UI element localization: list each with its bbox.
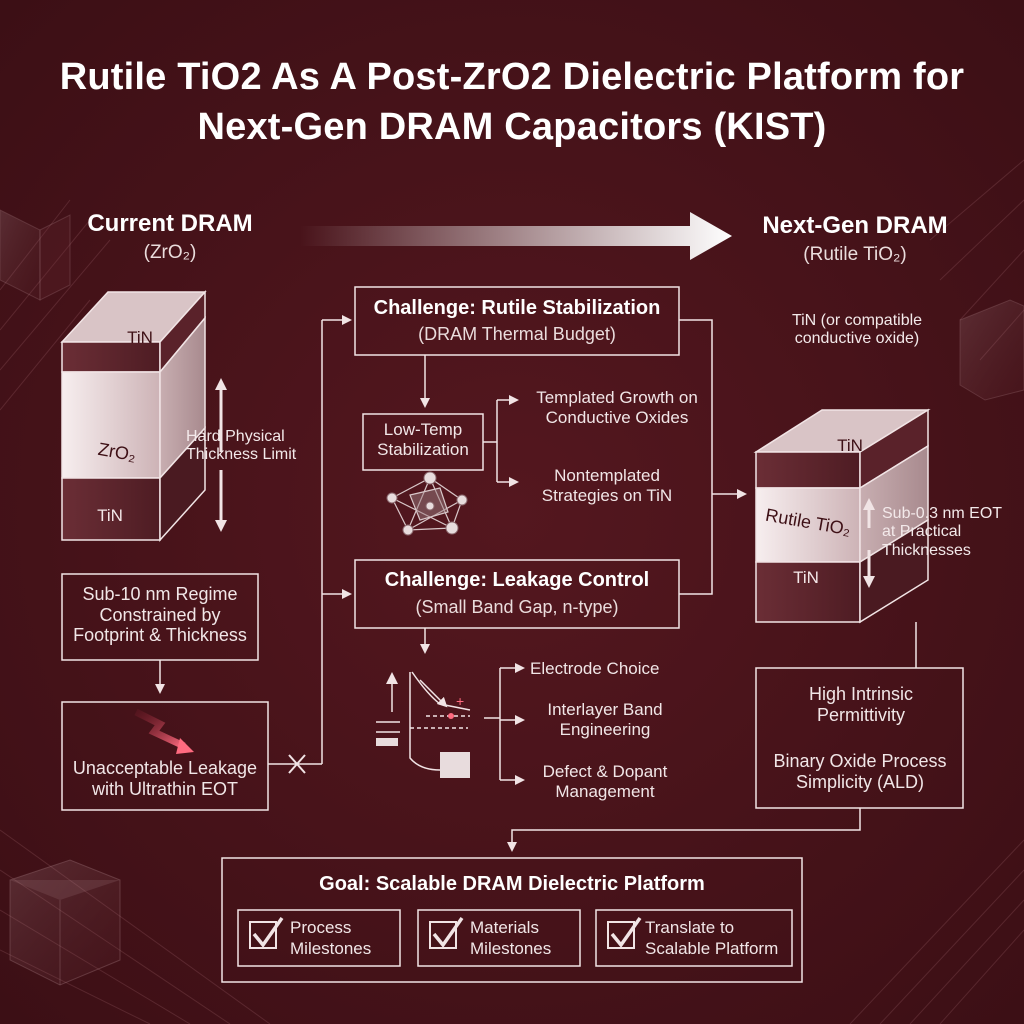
- zro2-label: ZrO₂: [96, 438, 138, 466]
- unacceptable-leakage-box: Unacceptable Leakage with Ultrathin EOT: [72, 758, 258, 799]
- current-top-electrode-label: TiN: [127, 328, 153, 347]
- next-gen-cube: [753, 408, 931, 624]
- current-dram-subheading: (ZrO₂): [143, 242, 197, 263]
- sub-10nm-regime-box: Sub-10 nm Regime Constrained by Footprin…: [73, 584, 247, 646]
- translate-to-scalable-platform: Translate to Scalable Platform: [645, 918, 779, 959]
- nontemplated-strategies-option: Nontemplated Strategies on TiN: [541, 466, 673, 505]
- binary-oxide-benefit: Binary Oxide Process Simplicity (ALD): [773, 751, 947, 792]
- challenge-leakage-title: Challenge: Leakage Control: [384, 569, 650, 591]
- high-permittivity-benefit: High Intrinsic Permittivity: [808, 684, 914, 725]
- current-dram-heading: Current DRAM: [87, 210, 253, 237]
- current-dielectric-label: ZrO₂: [82, 438, 152, 466]
- next-dielectric-label: Rutile TiO₂: [758, 505, 858, 540]
- next-gen-dram-heading: Next-Gen DRAM: [762, 212, 948, 239]
- interlayer-band-engineering-option: Interlayer Band Engineering: [547, 700, 663, 739]
- challenge-stabilization-sub: (DRAM Thermal Budget): [418, 324, 616, 344]
- process-milestones: Process Milestones: [290, 918, 372, 959]
- svg-text:+: +: [456, 693, 464, 709]
- eot-note: Sub-0.3 nm EOT at Practical Thicknesses: [882, 505, 1002, 559]
- electrode-choice-option: Electrode Choice: [530, 659, 660, 678]
- goal-title: Goal: Scalable DRAM Dielectric Platform: [319, 873, 705, 895]
- next-gen-dram-subheading: (Rutile TiO₂): [803, 244, 907, 265]
- next-bottom-electrode-label: TiN: [793, 568, 819, 587]
- page-title: Rutile TiO2 As A Post-ZrO2 Dielectric Pl…: [59, 56, 965, 149]
- defect-dopant-management-option: Defect & Dopant Management: [542, 762, 668, 801]
- thickness-limit-note: Hard Physical Thickness Limit: [186, 428, 297, 464]
- electrode-option-note: TiN (or compatible conductive oxide): [791, 312, 923, 348]
- templated-growth-option: Templated Growth on Conductive Oxides: [536, 388, 698, 427]
- materials-milestones: Materials Milestones: [470, 918, 552, 959]
- next-top-electrode-label: TiN: [837, 436, 863, 455]
- current-cube: [60, 290, 207, 542]
- current-bottom-electrode-label: TiN: [97, 506, 123, 525]
- challenge-stabilization-title: Challenge: Rutile Stabilization: [373, 297, 661, 319]
- challenge-leakage-sub: (Small Band Gap, n-type): [415, 597, 619, 617]
- low-temp-stabilization-box: Low-Temp Stabilization: [377, 420, 469, 459]
